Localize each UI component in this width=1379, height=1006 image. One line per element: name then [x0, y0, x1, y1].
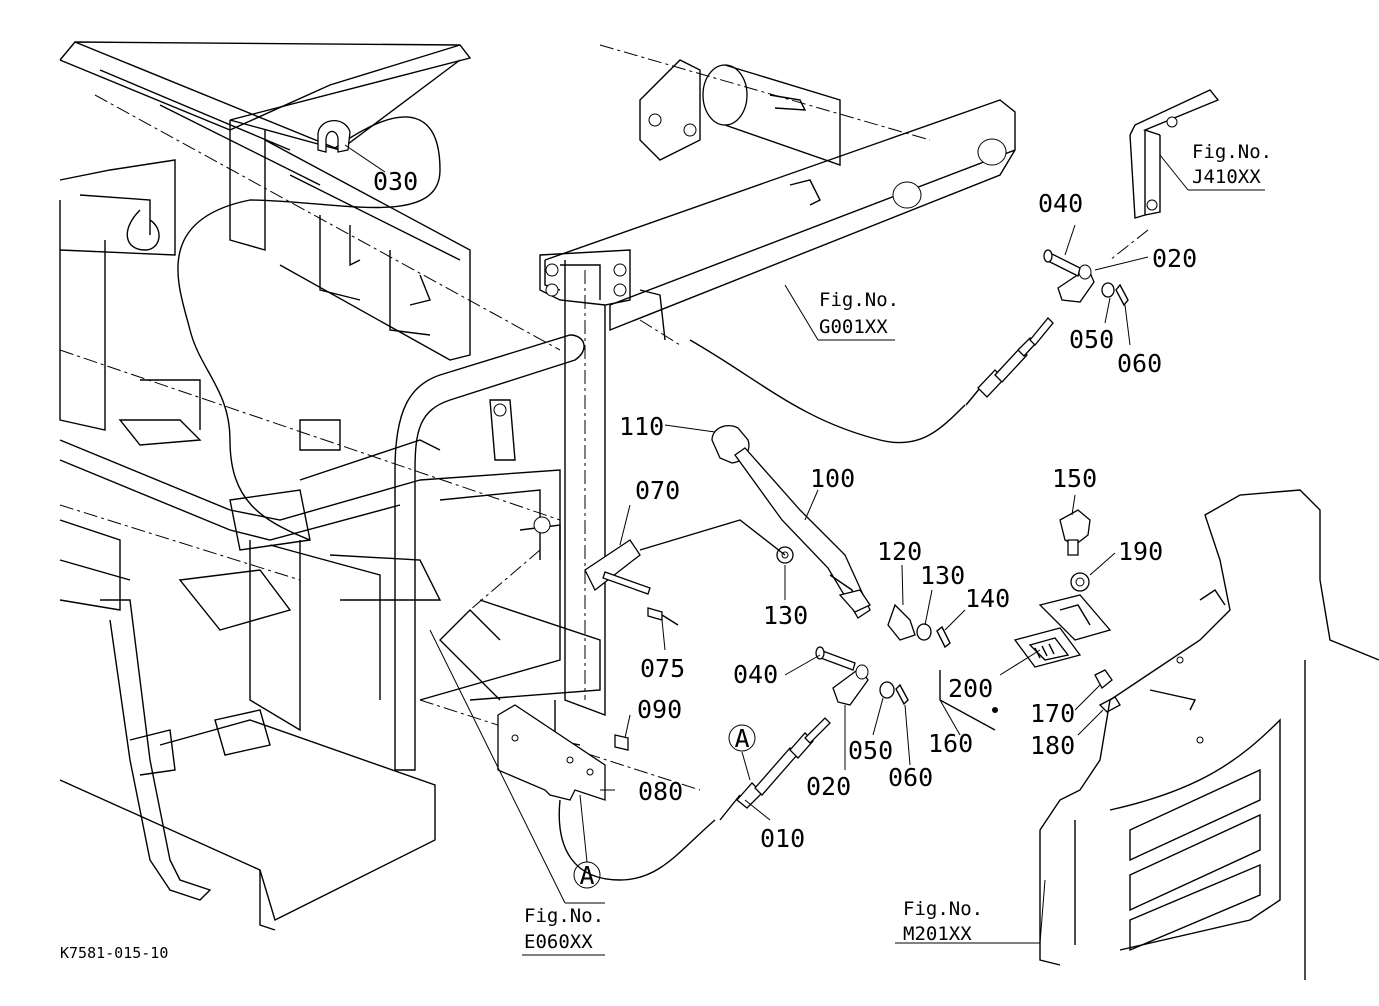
figure-ref-m201-code[interactable]: M201XX [903, 923, 972, 945]
clevis-upper [1043, 249, 1129, 307]
figure-ref-e060: Fig.No. E060XX [522, 905, 605, 956]
part-label-100[interactable]: 100 [810, 464, 855, 493]
part-label-060-upper[interactable]: 060 [1117, 349, 1162, 378]
part-label-180[interactable]: 180 [1030, 731, 1075, 760]
part-label-140[interactable]: 140 [965, 584, 1010, 613]
part-label-150[interactable]: 150 [1052, 464, 1097, 493]
part-label-010[interactable]: 010 [760, 824, 805, 853]
ref-mark-lower: A [573, 861, 601, 890]
figure-ref-j410-code[interactable]: J410XX [1192, 166, 1261, 188]
figure-ref-e060-code[interactable]: E060XX [524, 931, 593, 953]
drawing-code: K7581-015-10 [60, 944, 168, 962]
part-label-050-upper[interactable]: 050 [1069, 325, 1114, 354]
ref-circle-upper [728, 724, 756, 752]
figure-ref-e060-title: Fig.No. [524, 905, 604, 927]
part-label-050-lower[interactable]: 050 [848, 736, 893, 765]
part-label-170[interactable]: 170 [1030, 699, 1075, 728]
figure-ref-m201-title: Fig.No. [903, 898, 983, 920]
part-labels: 030 040 020 050 060 110 100 070 150 190 … [373, 167, 1197, 853]
part-label-190[interactable]: 190 [1118, 537, 1163, 566]
lever-assembly [711, 425, 951, 649]
knob-150-assembly [939, 509, 1121, 731]
part-label-120[interactable]: 120 [877, 537, 922, 566]
figure-ref-j410-title: Fig.No. [1192, 141, 1272, 163]
bracket-j410 [1109, 89, 1220, 261]
part-label-160[interactable]: 160 [928, 729, 973, 758]
part-label-130-left[interactable]: 130 [763, 601, 808, 630]
part-label-110[interactable]: 110 [619, 412, 664, 441]
part-label-020-upper[interactable]: 020 [1152, 244, 1197, 273]
pin-070-assembly [584, 519, 786, 751]
figure-ref-g001-title: Fig.No. [819, 289, 899, 311]
ref-mark-upper: A [728, 724, 756, 753]
clevis-lower [815, 646, 909, 706]
part-label-080[interactable]: 080 [638, 777, 683, 806]
ref-label-upper: A [734, 724, 749, 753]
main-frame [59, 41, 1016, 931]
part-label-040-upper[interactable]: 040 [1038, 189, 1083, 218]
part-label-090[interactable]: 090 [637, 695, 682, 724]
grille-m201 [1039, 489, 1379, 980]
cable-route [177, 116, 966, 881]
plate-080 [439, 609, 606, 801]
part-label-030[interactable]: 030 [373, 167, 418, 196]
figure-ref-g001: Fig.No. G001XX [819, 289, 899, 338]
figure-ref-m201: Fig.No. M201XX [903, 898, 983, 945]
clamp-030 [317, 120, 351, 153]
part-label-130-right[interactable]: 130 [920, 561, 965, 590]
part-label-070[interactable]: 070 [635, 476, 680, 505]
figure-ref-g001-code[interactable]: G001XX [819, 316, 888, 338]
cable-010 [719, 317, 1054, 821]
part-label-200[interactable]: 200 [948, 674, 993, 703]
part-label-040-lower[interactable]: 040 [733, 660, 778, 689]
part-label-020-lower[interactable]: 020 [806, 772, 851, 801]
part-label-060-lower[interactable]: 060 [888, 763, 933, 792]
part-label-075[interactable]: 075 [640, 654, 685, 683]
leader-lines [344, 144, 1265, 944]
ref-label-lower: A [579, 861, 594, 890]
ref-circle-lower [573, 861, 601, 889]
figure-ref-j410: Fig.No. J410XX [1192, 141, 1272, 188]
